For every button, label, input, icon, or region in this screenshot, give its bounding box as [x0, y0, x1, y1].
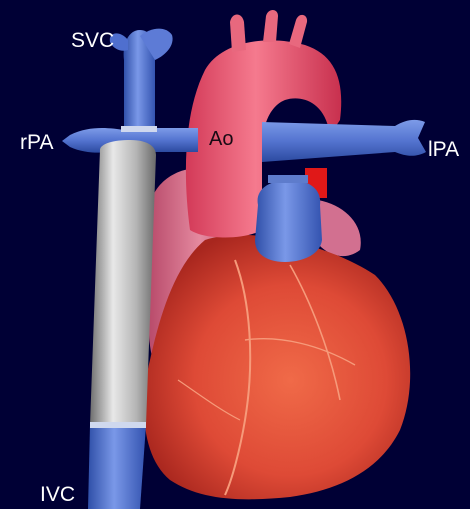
- svc-label: SVC: [71, 30, 114, 51]
- lpa-label: lPA: [428, 139, 459, 160]
- extracardiac-conduit: [90, 140, 156, 436]
- pulmonary-trunk: [255, 180, 322, 262]
- left-carotid-artery: [263, 10, 278, 42]
- pulmonary-artery-right-limb: [262, 120, 426, 162]
- ventricles: [144, 235, 410, 499]
- left-subclavian-artery: [289, 15, 307, 48]
- ivc-vessel: [88, 425, 146, 509]
- brachiocephalic-artery: [230, 15, 246, 53]
- ivc-label: IVC: [40, 484, 75, 505]
- aorta-label: Ao: [209, 129, 233, 149]
- svc-stitch: [121, 126, 157, 132]
- left-atrial-appendage: [315, 200, 361, 256]
- rpa-label: rPA: [20, 132, 53, 153]
- ivc-stitch: [90, 422, 146, 428]
- pulmonary-trunk-stitch: [268, 175, 308, 183]
